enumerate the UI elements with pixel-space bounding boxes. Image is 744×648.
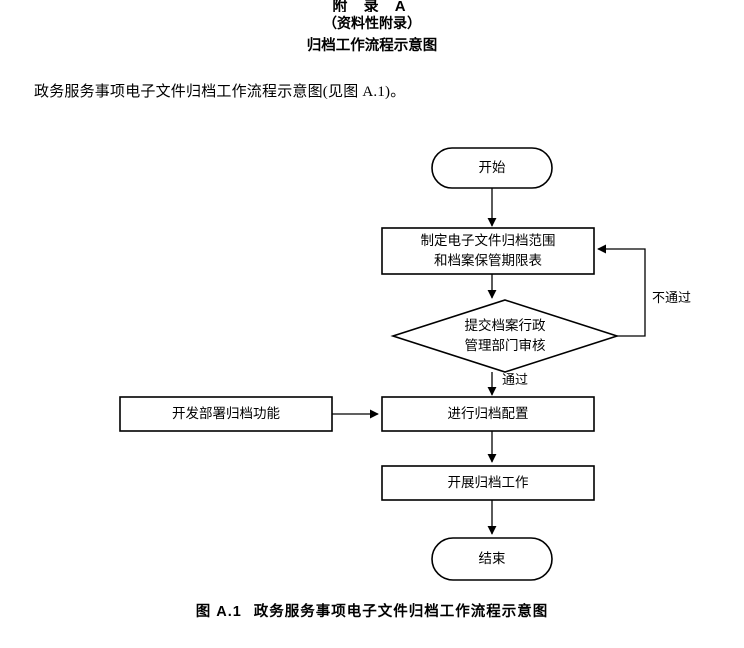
define-scope-label-line2: 和档案保管期限表 — [434, 252, 542, 268]
start-terminator-shape — [431, 147, 553, 189]
flow-node-end[interactable]: 结束 — [431, 537, 553, 581]
edge-review-fail-loop — [597, 244, 646, 337]
develop-deploy-label: 开发部署归档功能 — [172, 405, 280, 421]
edge-label-pass: 通过 — [502, 372, 528, 387]
flow-node-archive-work[interactable]: 开展归档工作 — [381, 465, 595, 501]
define-scope-label-line1: 制定电子文件归档范围 — [421, 232, 556, 248]
flowchart-diagram: 不通过 通过 开始 制定电子文件归档范围 和档案保管期限表 提交档案行政 管理部… — [0, 130, 744, 600]
define-scope-box — [381, 227, 595, 275]
flow-node-review-decision[interactable]: 提交档案行政 管理部门审核 — [390, 299, 620, 373]
edge-label-fail: 不通过 — [652, 290, 691, 305]
body-paragraph: 政务服务事项电子文件归档工作流程示意图(见图 A.1)。 — [34, 84, 406, 100]
archive-config-label: 进行归档配置 — [448, 405, 529, 421]
archive-work-label: 开展归档工作 — [448, 474, 529, 490]
archive-work-box — [381, 465, 595, 501]
flowchart-edges — [332, 188, 646, 535]
appendix-kind: （资料性附录） — [323, 15, 421, 31]
figure-caption-number: 图 A.1 — [195, 604, 242, 620]
appendix-label: 附 录 A — [332, 0, 412, 12]
flow-node-define-scope[interactable]: 制定电子文件归档范围 和档案保管期限表 — [381, 227, 595, 275]
end-terminator-shape — [431, 537, 553, 581]
appendix-title: 归档工作流程示意图 — [306, 38, 438, 54]
review-decision-label-line2: 管理部门审核 — [465, 338, 546, 353]
flow-node-archive-config[interactable]: 进行归档配置 — [381, 396, 595, 432]
review-decision-label-line1: 提交档案行政 — [465, 317, 546, 333]
figure-caption: 图 A.1 政务服务事项电子文件归档工作流程示意图 — [0, 600, 744, 621]
flow-node-start[interactable]: 开始 — [431, 147, 553, 189]
document-header: 附 录 A （资料性附录） 归档工作流程示意图 — [0, 0, 744, 58]
end-label: 结束 — [479, 551, 506, 566]
figure-caption-text: 政务服务事项电子文件归档工作流程示意图 — [253, 604, 549, 620]
start-label: 开始 — [479, 160, 506, 175]
archive-config-box — [381, 396, 595, 432]
review-decision-diamond — [390, 299, 620, 373]
develop-deploy-box — [119, 396, 333, 432]
flow-node-develop-deploy[interactable]: 开发部署归档功能 — [119, 396, 333, 432]
